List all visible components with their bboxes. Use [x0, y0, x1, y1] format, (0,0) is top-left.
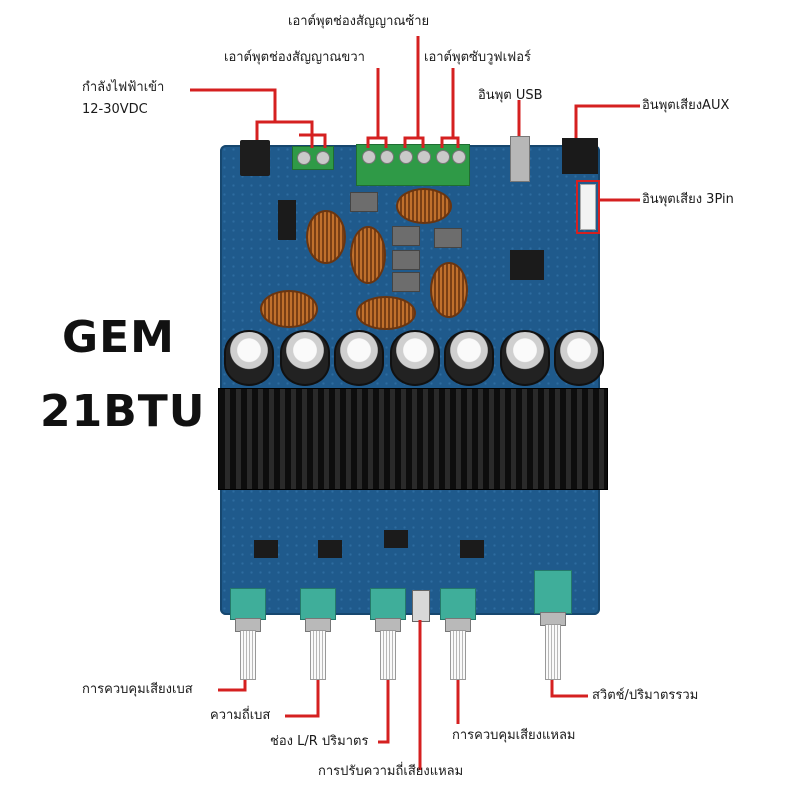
bluetooth-ic: [510, 250, 544, 280]
label-aux-in: อินพุตเสียงAUX: [642, 98, 730, 113]
label-power-in-line1: กำลังไฟฟ้าเข้า: [82, 80, 165, 95]
lr-volume-knob[interactable]: [380, 630, 396, 680]
inductor-coil-2: [350, 226, 386, 284]
label-right-out: เอาต์พุตช่องสัญญาณขวา: [224, 50, 365, 65]
callout-line-aux: [574, 104, 640, 138]
label-usb-in: อินพุต USB: [478, 88, 543, 103]
chip-capacitor-3: [392, 250, 420, 270]
chip-capacitor-5: [434, 228, 462, 248]
opamp-ic-3: [384, 530, 408, 548]
opamp-ic-2: [318, 540, 342, 558]
label-treble-freq: การปรับความถี่เสียงแหลม: [318, 764, 464, 779]
power-terminal-screw-2: [316, 151, 330, 165]
sub-out-screw-2: [452, 150, 466, 164]
callout-line-sub: [440, 68, 455, 148]
label-sub-out: เอาต์พุตซับวูฟเฟอร์: [424, 50, 532, 65]
inductor-coil-4: [430, 262, 468, 318]
callout-line-power-2: [275, 120, 314, 148]
chip-capacitor-1: [350, 192, 378, 212]
aux-jack: [562, 138, 598, 174]
callout-line-sub-2: [442, 136, 460, 148]
electrolytic-capacitor-7: [554, 330, 604, 386]
master-volume-knob[interactable]: [545, 624, 561, 680]
product-title-line2: 21BTU: [40, 386, 206, 437]
treble-control-pot: [440, 588, 476, 620]
right-out-screw-2: [380, 150, 394, 164]
master-volume-pot: [534, 570, 572, 614]
callout-line-power: [190, 88, 277, 140]
callout-line-left: [403, 36, 420, 148]
callout-line-bass: [218, 680, 247, 692]
label-switch-master: สวิตช์/ปริมาตรรวม: [592, 688, 699, 703]
left-out-screw-1: [399, 150, 413, 164]
right-out-screw-1: [362, 150, 376, 164]
3pin-highlight-box: [576, 180, 600, 234]
opamp-ic-4: [460, 540, 484, 558]
dc-power-jack: [240, 140, 270, 176]
inductor-coil-5: [260, 290, 318, 328]
callout-line-lr-vol: [378, 680, 390, 744]
inductor-coil-3: [396, 188, 452, 224]
chip-capacitor-2: [392, 226, 420, 246]
speaker-terminal-block: [356, 144, 470, 186]
electrolytic-capacitor-2: [280, 330, 330, 386]
electrolytic-capacitor-5: [444, 330, 494, 386]
electrolytic-capacitor-3: [334, 330, 384, 386]
power-terminal-screw-1: [297, 151, 311, 165]
callout-line-left-2: [405, 136, 425, 148]
heatsink: [218, 388, 608, 490]
regulator-ic: [278, 200, 296, 240]
callout-line-power-3: [299, 133, 327, 148]
label-power-in-line2: 12-30VDC: [82, 102, 148, 117]
electrolytic-capacitor-4: [390, 330, 440, 386]
label-lr-volume: ช่อง L/R ปริมาตร: [270, 734, 369, 749]
callout-line-right: [366, 68, 380, 148]
opamp-ic-1: [254, 540, 278, 558]
label-bass-control: การควบคุมเสียงเบส: [82, 682, 193, 697]
label-3pin-in: อินพุตเสียง 3Pin: [642, 192, 734, 207]
chip-capacitor-4: [392, 272, 420, 292]
label-bass-freq: ความถี่เบส: [210, 708, 271, 723]
bass-control-knob[interactable]: [240, 630, 256, 680]
bass-freq-knob[interactable]: [310, 630, 326, 680]
inductor-coil-6: [356, 296, 416, 330]
electrolytic-capacitor-1: [224, 330, 274, 386]
callout-line-bass-freq: [285, 680, 320, 718]
treble-control-knob[interactable]: [450, 630, 466, 680]
product-title-line1: GEM: [62, 312, 175, 363]
left-out-screw-2: [417, 150, 431, 164]
sub-out-screw-1: [436, 150, 450, 164]
label-treble-control: การควบคุมเสียงแหลม: [452, 728, 576, 743]
usb-port: [510, 136, 530, 182]
3pin-connector: [580, 184, 596, 230]
inductor-coil-1: [306, 210, 346, 264]
label-left-out: เอาต์พุตช่องสัญญาณซ้าย: [288, 14, 430, 29]
electrolytic-capacitor-6: [500, 330, 550, 386]
callout-line-right-2: [368, 136, 388, 148]
callout-line-master: [550, 680, 588, 698]
